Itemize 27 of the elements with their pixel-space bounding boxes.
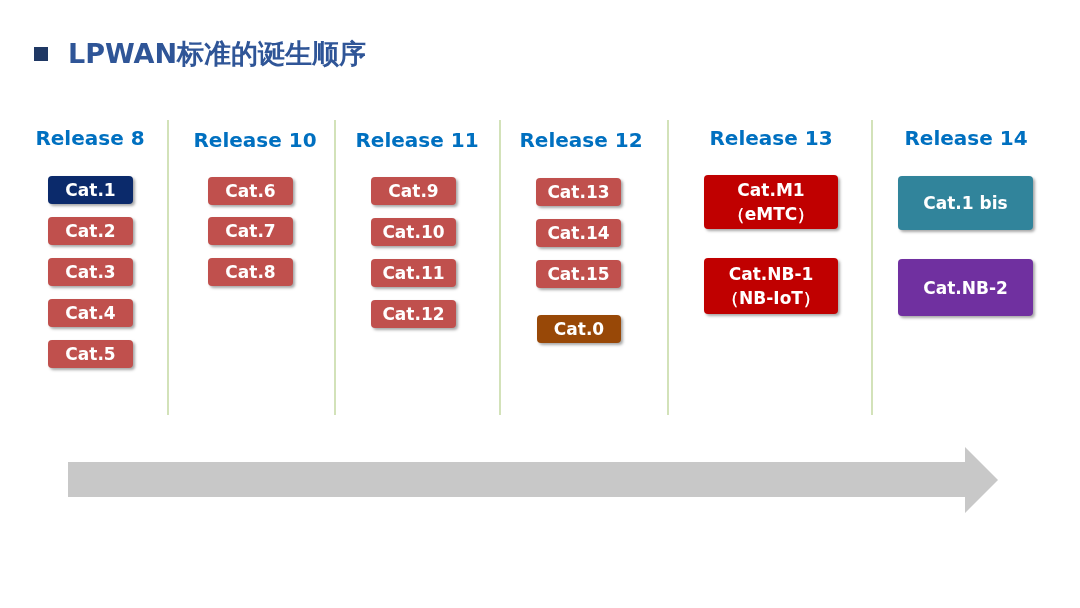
category-box: Cat.8	[208, 258, 293, 286]
release-heading: Release 8	[35, 126, 145, 150]
category-box: Cat.13	[536, 178, 621, 206]
category-box: Cat.NB-2	[898, 259, 1033, 316]
category-box: Cat.11	[371, 259, 456, 287]
category-box: Cat.1 bis	[898, 176, 1033, 230]
release-heading: Release 10	[193, 128, 317, 152]
category-box: Cat.9	[371, 177, 456, 205]
category-box: Cat.0	[537, 315, 621, 343]
release-heading: Release 12	[519, 128, 643, 152]
release-heading: Release 11	[355, 128, 479, 152]
category-box: Cat.M1 （eMTC）	[704, 175, 838, 229]
release-heading: Release 13	[709, 126, 833, 150]
category-box: Cat.12	[371, 300, 456, 328]
category-box: Cat.4	[48, 299, 133, 327]
category-box: Cat.6	[208, 177, 293, 205]
category-box: Cat.5	[48, 340, 133, 368]
release-heading: Release 14	[904, 126, 1028, 150]
category-box: Cat.1	[48, 176, 133, 204]
category-box: Cat.10	[371, 218, 456, 246]
category-box: Cat.14	[536, 219, 621, 247]
category-box: Cat.7	[208, 217, 293, 245]
category-box: Cat.2	[48, 217, 133, 245]
category-box: Cat.15	[536, 260, 621, 288]
category-box: Cat.NB-1 （NB-IoT）	[704, 258, 838, 314]
category-box: Cat.3	[48, 258, 133, 286]
title: LPWAN标准的诞生顺序	[68, 37, 367, 71]
